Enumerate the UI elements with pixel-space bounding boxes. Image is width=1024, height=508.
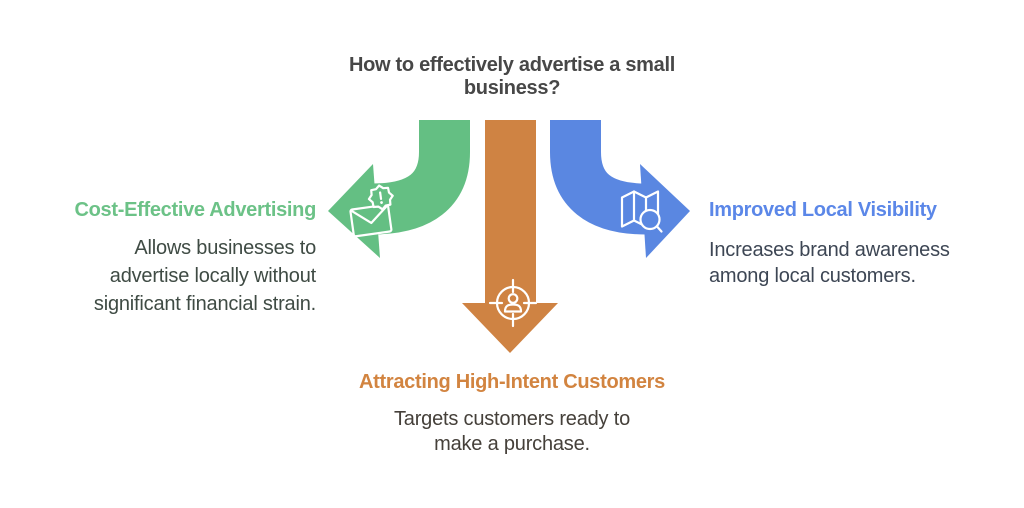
page-title-line2: business? <box>463 77 561 99</box>
right-arrow-head <box>640 164 690 258</box>
left-branch-description-line: advertise locally without <box>109 265 316 287</box>
left-branch-heading: Cost-Effective Advertising <box>74 199 316 221</box>
page-title-line1: How to effectively advertise a small <box>348 54 675 76</box>
right-branch-heading: Improved Local Visibility <box>709 199 937 221</box>
right-branch-description: Increases brand awareness among local cu… <box>709 237 1019 289</box>
left-branch-description-line: Allows businesses to <box>134 237 316 259</box>
mail-notification-icon <box>349 184 394 238</box>
center-branch-text: Attracting High-Intent Customers Targets… <box>0 370 1024 457</box>
center-arrow <box>462 120 558 353</box>
map-search-icon <box>620 190 663 233</box>
left-branch-description: Allows businesses to advertise locally w… <box>6 234 316 318</box>
center-branch-description-line: make a purchase. <box>434 433 590 455</box>
page-title: How to effectively advertise a small bus… <box>0 54 1024 100</box>
right-branch-text: Improved Local Visibility Increases bran… <box>709 198 1019 289</box>
left-branch-description-line: significant financial strain. <box>93 293 316 315</box>
right-arrow-body <box>550 120 647 235</box>
right-branch-description-line: among local customers. <box>709 265 916 287</box>
center-branch-description: Targets customers ready to make a purcha… <box>0 407 1024 457</box>
center-branch-heading: Attracting High-Intent Customers <box>359 371 665 393</box>
center-branch-description-line: Targets customers ready to <box>393 408 630 430</box>
left-arrow-head <box>328 164 380 258</box>
target-customer-icon <box>488 278 538 328</box>
right-branch-description-line: Increases brand awareness <box>709 239 950 261</box>
left-branch-text: Cost-Effective Advertising Allows busine… <box>6 198 316 318</box>
